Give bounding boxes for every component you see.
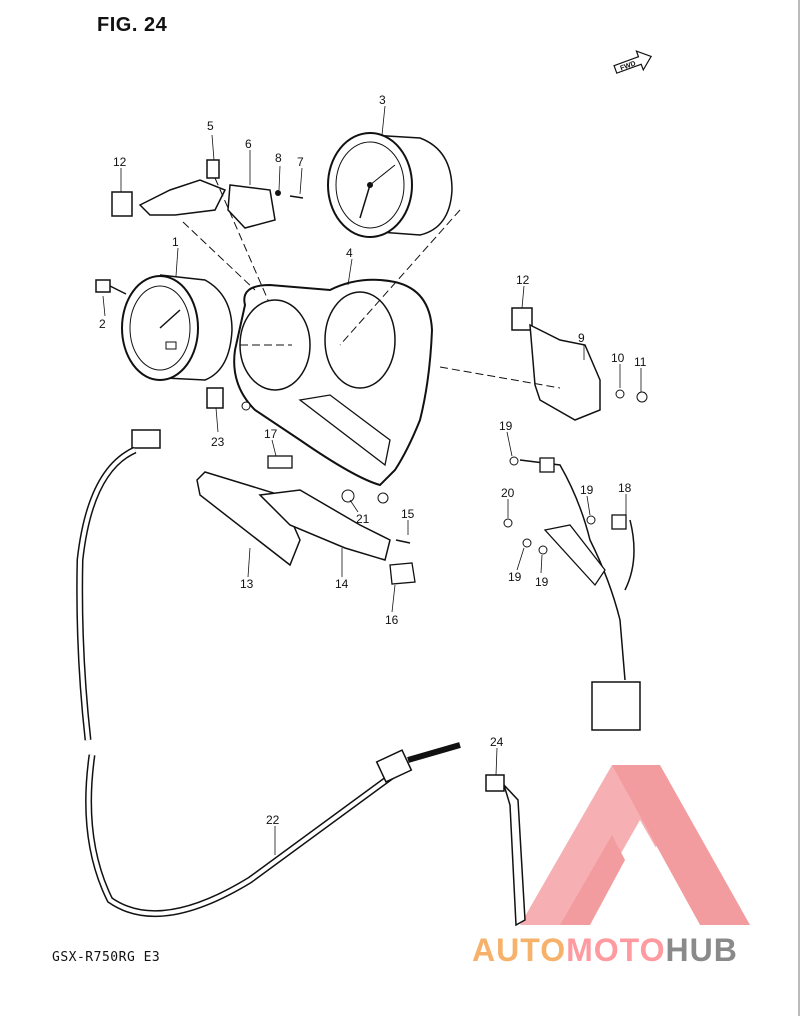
forward-direction-icon: FWD	[613, 50, 653, 74]
page-edge	[798, 0, 800, 1016]
callout-8: 8	[275, 151, 282, 165]
speedometer	[327, 132, 453, 238]
callout-17: 17	[264, 427, 278, 441]
callout-1: 1	[172, 235, 179, 249]
watermark-logo	[520, 765, 750, 925]
callout-24: 24	[490, 735, 504, 749]
callout-labels: 1 2 3 4 5 6 7 8 9 10 11 12 12 13 14 15 1…	[99, 93, 647, 827]
callout-12-left: 12	[113, 155, 127, 169]
right-bracket-assembly	[511, 307, 648, 421]
cable-clamp	[485, 774, 526, 927]
watermark-part-moto: MOTO	[566, 932, 666, 968]
upper-left-bracket-assembly	[111, 159, 304, 229]
assembly-leader-lines	[182, 177, 561, 389]
callout-5: 5	[207, 119, 214, 133]
lamp-socket-harness	[503, 456, 641, 731]
watermark-part-hub: HUB	[665, 932, 738, 968]
rubber-cushion	[206, 387, 224, 409]
indicator-panel-assembly	[196, 455, 416, 585]
speedometer-cable	[76, 429, 461, 918]
callout-13: 13	[240, 577, 254, 591]
callout-12-right: 12	[516, 273, 530, 287]
callout-19-c: 19	[508, 570, 522, 584]
callout-6: 6	[245, 137, 252, 151]
callout-14: 14	[335, 577, 349, 591]
callout-23: 23	[211, 435, 225, 449]
callout-15: 15	[401, 507, 415, 521]
callout-4: 4	[346, 246, 353, 260]
callout-22: 22	[266, 813, 280, 827]
callout-2: 2	[99, 317, 106, 331]
callout-11: 11	[634, 355, 647, 369]
figure-title: FIG. 24	[97, 14, 168, 36]
callout-19-a: 19	[499, 419, 513, 433]
callout-7: 7	[297, 155, 304, 169]
callout-9: 9	[578, 331, 585, 345]
callout-16: 16	[385, 613, 399, 627]
watermark-wordmark: AUTOMOTOHUB	[472, 932, 738, 969]
callout-19-b: 19	[580, 483, 594, 497]
tachometer	[121, 274, 233, 381]
callout-21: 21	[356, 512, 370, 526]
callout-3: 3	[379, 93, 386, 107]
watermark-part-auto: AUTO	[472, 932, 567, 968]
cable-fitting	[95, 279, 127, 295]
callout-10: 10	[611, 351, 625, 365]
callout-18: 18	[618, 481, 632, 495]
callout-20: 20	[501, 486, 515, 500]
callout-leader-lines	[102, 105, 642, 855]
callout-19-d: 19	[535, 575, 549, 589]
model-code: GSX-R750RG E3	[52, 950, 161, 965]
meter-case	[233, 278, 434, 504]
